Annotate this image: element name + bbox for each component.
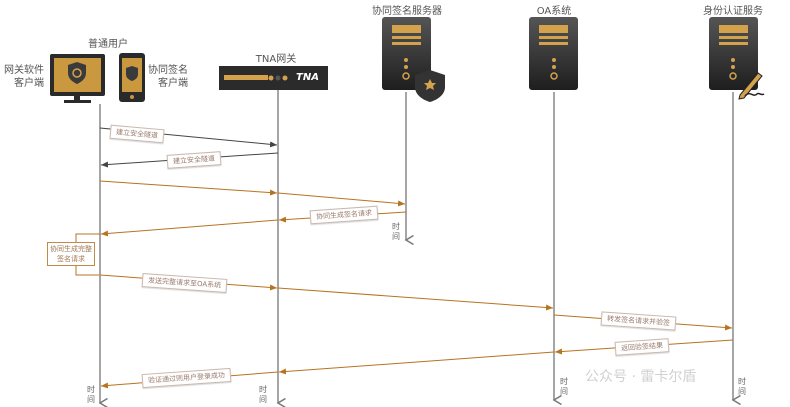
time-label: 时间	[259, 385, 267, 404]
monitor-shield-icon	[50, 54, 105, 103]
time-label: 时间	[392, 222, 400, 241]
tna-device-logo: TNA	[296, 72, 319, 83]
time-label: 时间	[87, 385, 95, 404]
actor-auth-title: 身份认证服务	[703, 6, 763, 17]
actor-oa-title: OA系统	[536, 6, 572, 17]
pen-signature-icon	[738, 72, 763, 100]
time-label: 时间	[560, 377, 568, 396]
actor-tna-title: TNA网关	[255, 54, 297, 65]
watermark: 公众号 · 雷卡尔盾	[585, 369, 697, 385]
oa-server-icon	[529, 17, 578, 90]
actor-user-title: 普通用户	[88, 39, 128, 50]
self-process-box: 协同生成完整签名请求	[47, 242, 95, 266]
actor-sign-server-title: 协同签名服务器	[372, 6, 442, 17]
sign-client-label: 协同签名 客户端	[148, 65, 188, 89]
phone-star-icon	[119, 53, 145, 102]
sign-server-icon	[382, 17, 445, 102]
tna-gateway-device-icon	[219, 66, 328, 90]
time-label: 时间	[738, 377, 746, 396]
auth-server-icon	[709, 17, 765, 100]
gateway-client-label: 网关软件 客户端	[4, 65, 44, 89]
